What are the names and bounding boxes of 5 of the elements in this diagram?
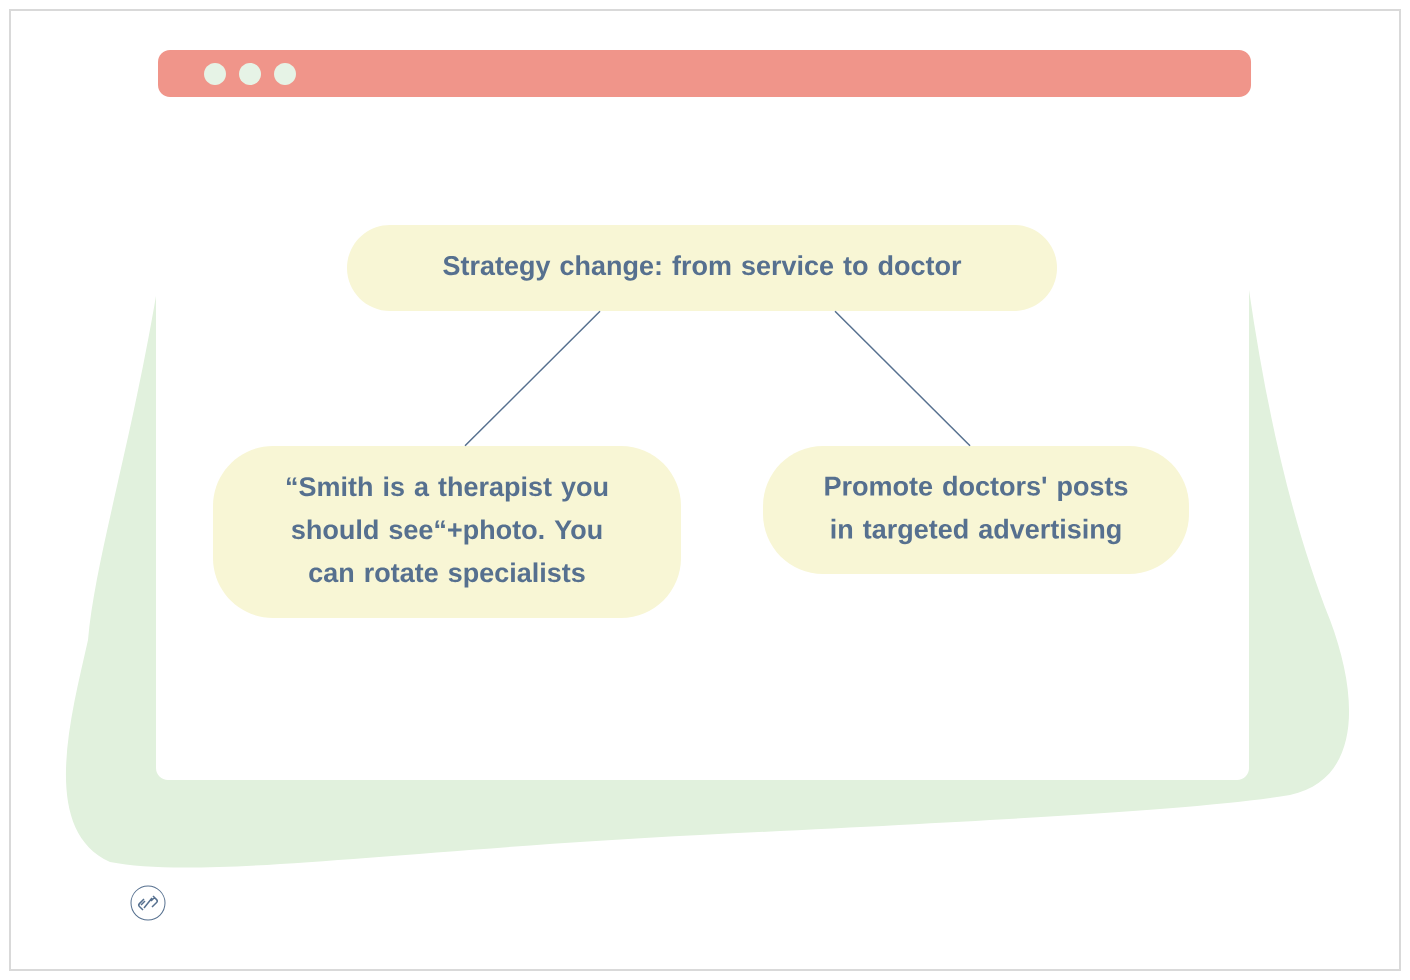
connector-line [464,310,601,447]
rounded-box: Strategy change: from service to doctor [347,225,1057,311]
rounded-box: Promote doctors' posts in targeted advertising [763,446,1189,574]
rounded-box: “Smith is a therapist you should see“+photo. You can rotate specialists [213,446,681,618]
connector-line [834,310,971,447]
